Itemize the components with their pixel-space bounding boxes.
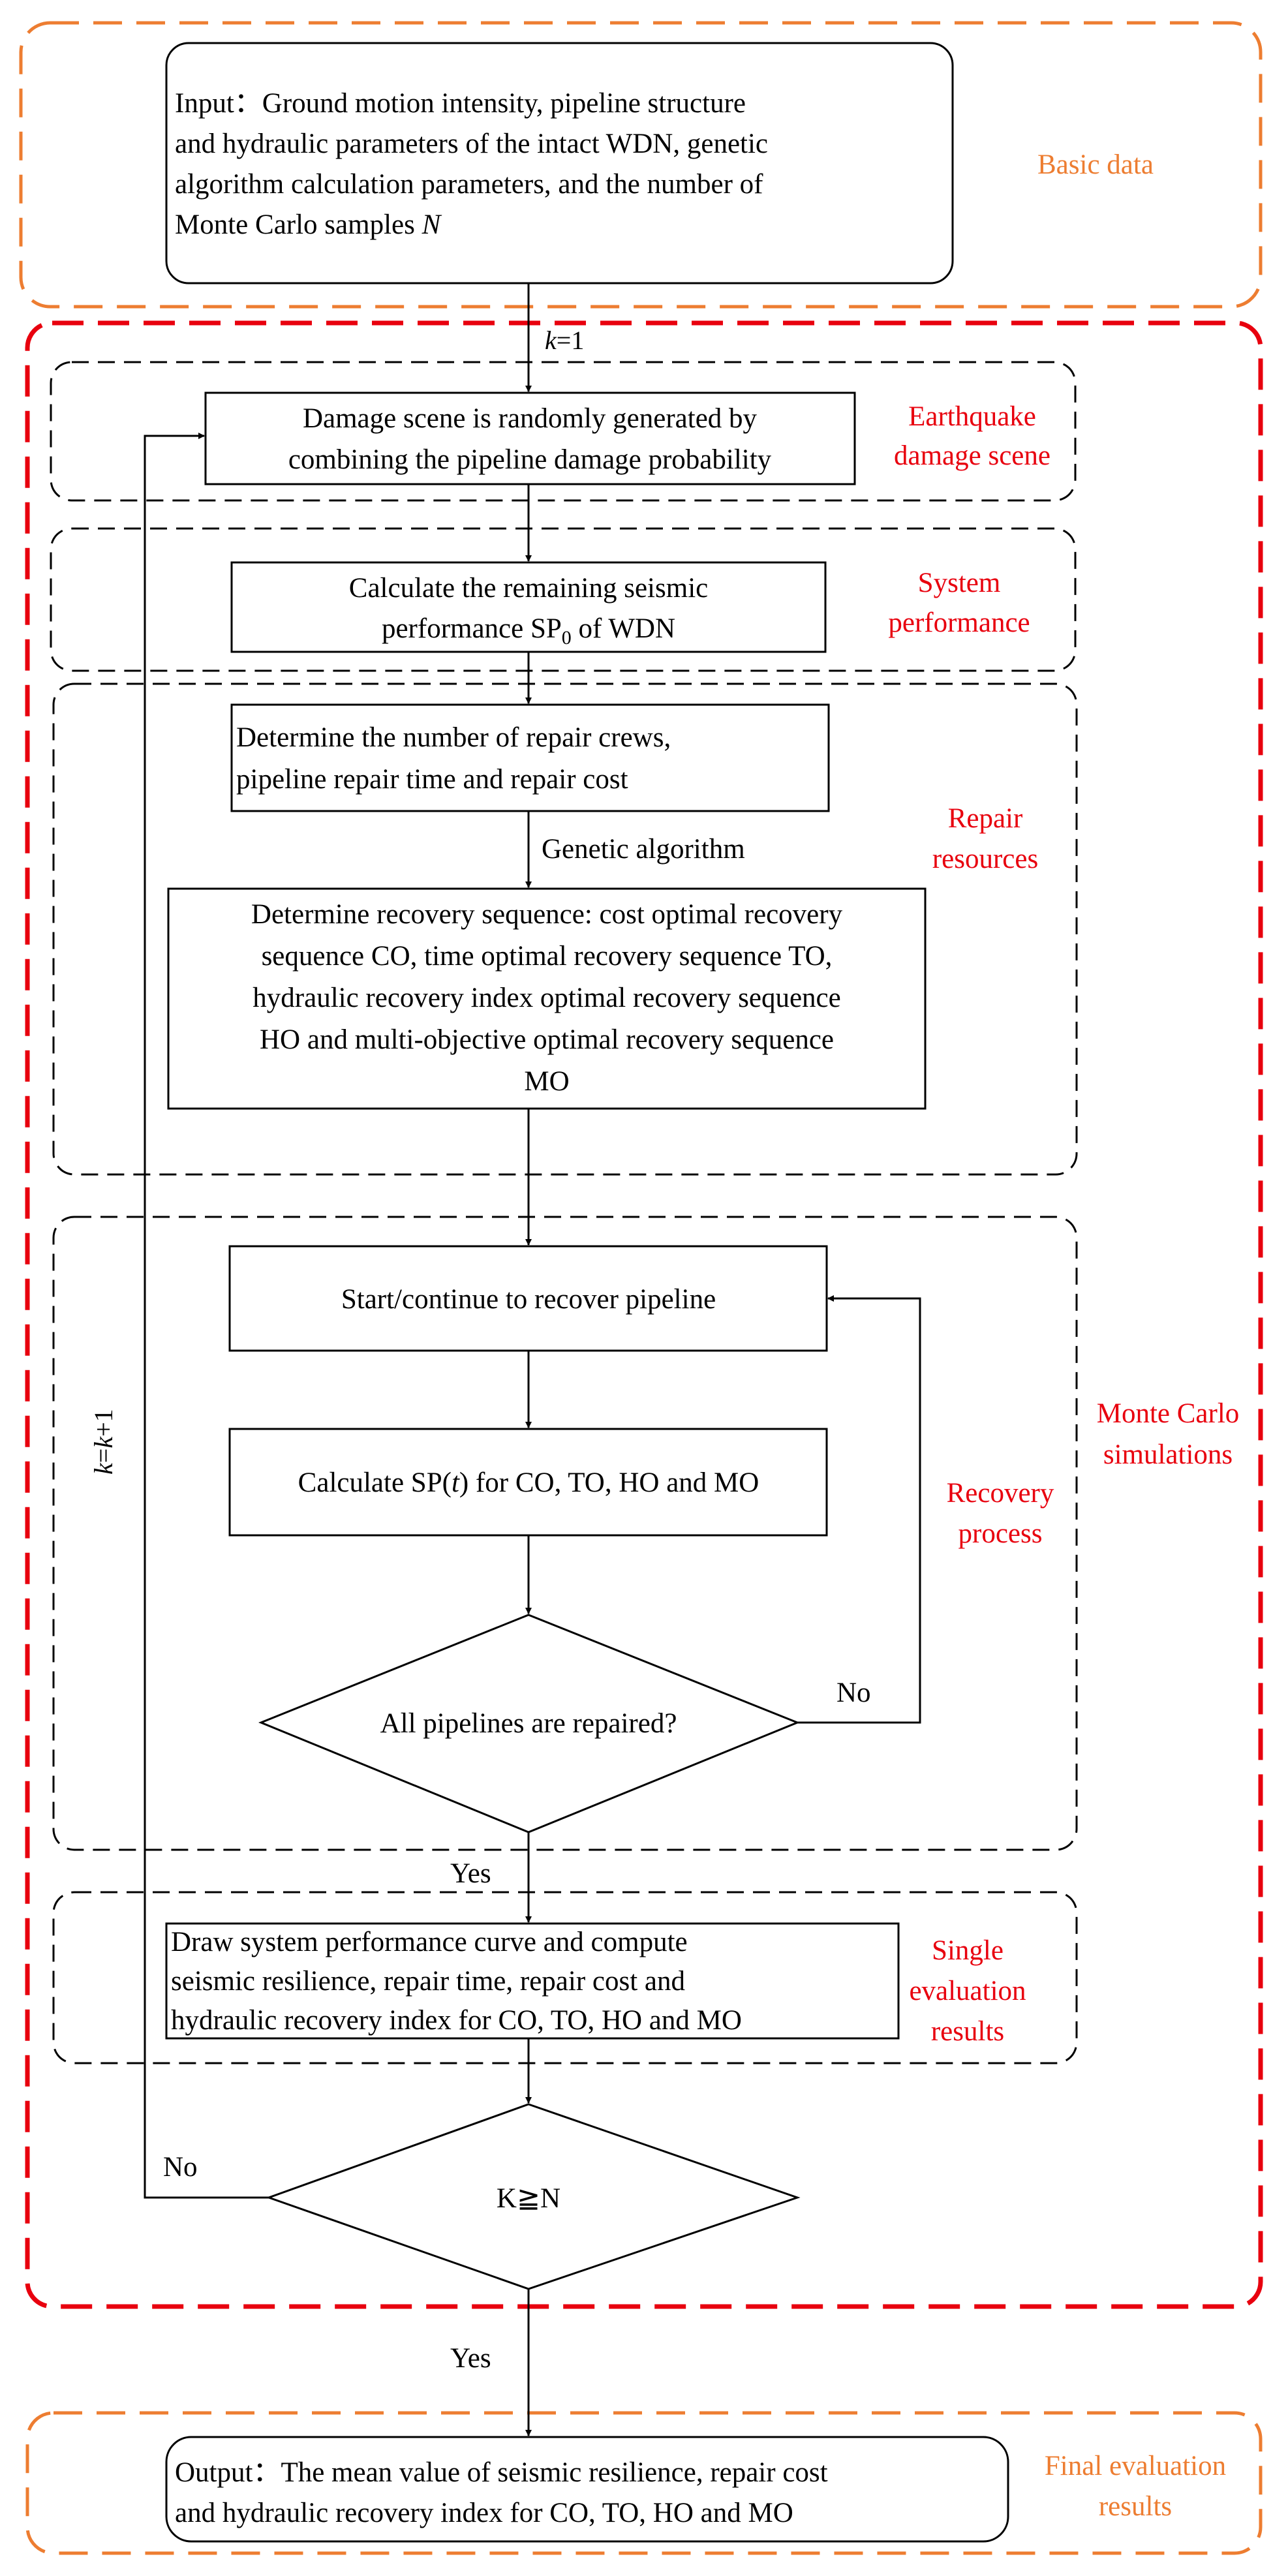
repair-resources-label-1: Repair — [948, 803, 1023, 834]
recovery-sequence-line-4: HO and multi-objective optimal recovery … — [260, 1024, 834, 1055]
single-evaluation-label-1: Single — [932, 1935, 1004, 1966]
sp0-line-1: Calculate the remaining seismic — [349, 573, 708, 604]
no-k-label: No — [163, 2152, 198, 2183]
single-evaluation-frame — [52, 1891, 1078, 2064]
damage-scene-line-2: combining the pipeline damage probabilit… — [288, 444, 772, 475]
all-repaired-text: All pipelines are repaired? — [380, 1708, 677, 1739]
repair-resources-label-2: resources — [932, 844, 1038, 874]
system-performance-label-2: performance — [888, 607, 1030, 638]
output-box — [165, 2436, 1009, 2543]
single-evaluation-label-3: results — [931, 2016, 1004, 2047]
monte-carlo-label-1: Monte Carlo — [1097, 1398, 1240, 1429]
calc-spt-box — [228, 1428, 828, 1537]
no-repaired-label: No — [836, 1678, 871, 1708]
damage-scene-line-1: Damage scene is randomly generated by — [303, 403, 758, 434]
repair-crews-box — [230, 703, 830, 812]
start-recover-text: Start/continue to recover pipeline — [341, 1284, 716, 1315]
repair-crews-line-2: pipeline repair time and repair cost — [236, 764, 628, 795]
draw-curve-line-1: Draw system performance curve and comput… — [171, 1927, 688, 1957]
basic-data-label: Basic data — [1037, 149, 1154, 180]
loop-no-repaired — [797, 1295, 921, 1724]
final-evaluation-label-1: Final evaluation — [1045, 2451, 1226, 2481]
draw-curve-line-3: hydraulic recovery index for CO, TO, HO … — [171, 2005, 742, 2036]
recovery-sequence-line-5: MO — [524, 1066, 569, 1097]
monte-carlo-label-2: simulations — [1103, 1439, 1233, 1470]
input-line-2: and hydraulic parameters of the intact W… — [175, 129, 768, 159]
earthquake-label-1: Earthquake — [908, 401, 1036, 432]
yes-repaired-label: Yes — [450, 1858, 491, 1889]
loop-no-k — [144, 433, 269, 2199]
final-evaluation-label-2: results — [1099, 2491, 1172, 2522]
connectors — [144, 283, 921, 2436]
input-line-4: Monte Carlo samples N — [175, 209, 442, 240]
recovery-process-frame — [52, 1216, 1078, 1851]
recovery-sequence-line-2: sequence CO, time optimal recovery seque… — [262, 941, 833, 972]
repair-resources-frame — [52, 682, 1078, 1176]
k-ge-n-text: K≧N — [497, 2183, 560, 2214]
start-recover-box — [228, 1245, 828, 1352]
recovery-sequence-line-3: hydraulic recovery index optimal recover… — [253, 983, 840, 1013]
damage-scene-box — [204, 391, 856, 485]
recovery-sequence-box — [167, 887, 927, 1110]
system-performance-label-1: System — [918, 568, 1001, 598]
k-init-label: k=1 — [545, 326, 584, 355]
sp0-box — [230, 561, 827, 653]
final-evaluation-frame — [25, 2411, 1263, 2555]
input-line-3: algorithm calculation parameters, and th… — [175, 169, 763, 200]
input-line-1: Input：Ground motion intensity, pipeline … — [175, 88, 746, 119]
basic-data-frame — [19, 21, 1263, 309]
recovery-process-label-2: process — [958, 1518, 1043, 1549]
yes-k-label: Yes — [450, 2343, 491, 2374]
draw-curve-line-2: seismic resilience, repair time, repair … — [171, 1966, 685, 1997]
draw-curve-box — [165, 1922, 900, 2040]
earthquake-label-2: damage scene — [894, 440, 1050, 471]
genetic-algorithm-label: Genetic algorithm — [542, 834, 745, 865]
input-box — [165, 42, 954, 284]
recovery-sequence-line-1: Determine recovery sequence: cost optima… — [251, 899, 843, 930]
sp0-line-2: performance SP0 of WDN — [382, 613, 675, 649]
output-line-1: Output：The mean value of seismic resilie… — [175, 2457, 828, 2488]
earthquake-damage-frame — [50, 361, 1077, 502]
output-line-2: and hydraulic recovery index for CO, TO,… — [175, 2498, 793, 2528]
repair-crews-line-1: Determine the number of repair crews, — [236, 722, 671, 753]
calc-spt-text: Calculate SP(t) for CO, TO, HO and MO — [298, 1467, 759, 1498]
k-next-label: k=k+1 — [89, 1409, 118, 1475]
single-evaluation-label-2: evaluation — [909, 1976, 1026, 2006]
recovery-process-label-1: Recovery — [947, 1478, 1054, 1509]
